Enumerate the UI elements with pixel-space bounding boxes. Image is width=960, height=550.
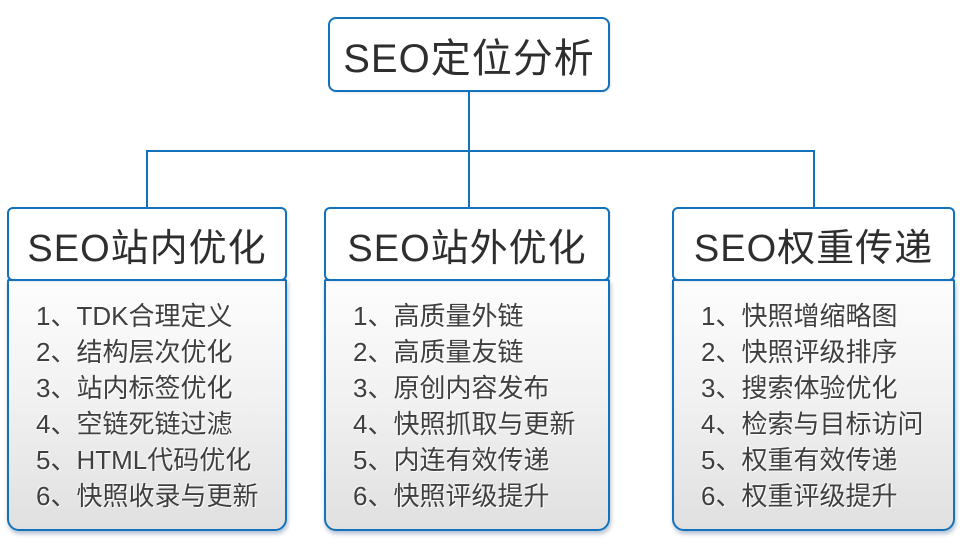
list-item: 3、站内标签优化 [36,373,233,403]
branch-offsite-title: SEO站外优化 [347,227,587,270]
connector-branch [146,150,815,152]
connector-drop-middle [468,150,470,208]
list-item: 5、权重有效传递 [701,445,898,475]
branch-onsite: SEO站内优化 1、TDK合理定义 2、结构层次优化 3、站内标签优化 4、空链… [7,207,287,531]
connector-drop-left [146,150,148,208]
list-item: 6、快照评级提升 [353,481,550,511]
list-item: 1、TDK合理定义 [36,301,233,331]
branch-weight-list: 1、快照增缩略图 2、快照评级排序 3、搜索体验优化 4、检索与目标访问 5、权… [672,279,955,531]
list-item: 4、检索与目标访问 [701,409,924,439]
list-item: 1、高质量外链 [353,301,524,331]
root-node-title: SEO定位分析 [343,36,595,81]
branch-onsite-list: 1、TDK合理定义 2、结构层次优化 3、站内标签优化 4、空链死链过滤 5、H… [7,279,287,531]
root-node: SEO定位分析 [328,17,610,92]
branch-weight: SEO权重传递 1、快照增缩略图 2、快照评级排序 3、搜索体验优化 4、检索与… [672,207,955,531]
connector-drop-right [813,150,815,208]
branch-offsite-list: 1、高质量外链 2、高质量友链 3、原创内容发布 4、快照抓取与更新 5、内连有… [324,279,610,531]
list-item: 3、原创内容发布 [353,373,550,403]
list-item: 6、权重评级提升 [701,481,898,511]
list-item: 4、空链死链过滤 [36,409,233,439]
list-item: 3、搜索体验优化 [701,373,898,403]
branch-weight-title: SEO权重传递 [693,227,934,270]
list-item: 5、HTML代码优化 [36,445,252,475]
list-item: 1、快照增缩略图 [701,301,898,331]
list-item: 2、高质量友链 [353,337,524,367]
connector-stem [468,92,470,151]
branch-onsite-header: SEO站内优化 [7,207,287,281]
list-item: 5、内连有效传递 [353,445,550,475]
branch-offsite: SEO站外优化 1、高质量外链 2、高质量友链 3、原创内容发布 4、快照抓取与… [324,207,610,531]
list-item: 4、快照抓取与更新 [353,409,576,439]
branch-offsite-header: SEO站外优化 [324,207,610,281]
list-item: 2、结构层次优化 [36,337,233,367]
branch-weight-header: SEO权重传递 [672,207,955,281]
branch-onsite-title: SEO站内优化 [27,227,267,270]
list-item: 2、快照评级排序 [701,337,898,367]
list-item: 6、快照收录与更新 [36,481,259,511]
